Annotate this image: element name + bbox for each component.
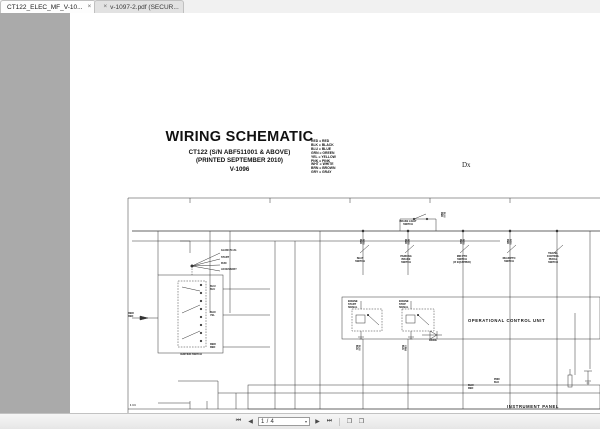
tab-ct122-elec-mf[interactable]: CT122_ELEC_MF_V-10... × [0,0,97,13]
wire-label-blu-blk: BLU/ BLK [354,345,361,351]
legend-item-gray: GRY = GRAY [311,170,332,175]
label-accessory: ACCESSORY [221,268,237,271]
label-parking-brake-switch: PARKING BRAKE SWITCH [400,255,412,264]
legend-item-white: WHT = WHITE [311,162,334,167]
wire-label-grn-blk: GRN/ BLK [400,345,407,351]
label-grid-ref: 1 4 4 [130,404,136,407]
previous-page-icon[interactable]: ◀ [248,419,253,425]
legend-item-yellow: YEL = YELLOW [311,154,336,159]
wire-label-red-red-b: RED/ RED [403,239,410,245]
tab-label: CT122_ELEC_MF_V-10... [7,3,83,11]
label-seat-switch: SEAT SWITCH [355,257,365,263]
browser-tab-bar: CT122_ELEC_MF_V-10... × × v-1097-2.pdf (… [0,0,600,14]
first-page-icon[interactable]: ⏮ [235,418,242,424]
close-icon[interactable]: × [103,2,108,10]
fit-width-icon[interactable]: ❒ [358,419,365,425]
label-glow-plug: GLOW PLUG [221,249,237,252]
page-title: WIRING SCHEMATIC [165,129,314,145]
tab-label: v-1097-2.pdf (SECUR... [110,3,179,11]
dx-annotation: Dx [462,161,471,169]
pdf-page-canvas: WIRING SCHEMATIC CT122 (S/N ABF511001 & … [70,13,600,413]
page-navigation-toolbar: ⏮ ◀ 1 / 4 ▾ ▶ ⏭ ❐ ❒ [0,413,600,429]
tab-v1097-2-pdf[interactable]: × v-1097-2.pdf (SECUR... [94,0,184,13]
wire-label-red-left: RED/ RED [128,312,134,318]
toolbar-divider [339,417,340,426]
last-page-icon[interactable]: ⏭ [326,418,333,424]
chevron-down-icon[interactable]: ▾ [304,419,307,424]
label-engine-stop-signal: ENGINE STOP SIGNAL [399,300,409,309]
label-run: RUN [221,262,227,265]
wire-color-legend: RED = RED BLK = BLACK BLU = BLUE GRN = G… [311,139,336,175]
title-subtitle-version: V-1096 [229,166,250,173]
drawing-title-block: WIRING SCHEMATIC CT122 (S/N ABF511001 & … [132,129,347,173]
tab-bar-filler [183,1,600,13]
close-icon[interactable]: × [87,2,92,10]
fit-page-icon[interactable]: ❐ [346,419,353,425]
label-start: START [221,256,230,259]
page-number-value: 1 / 4 [261,418,275,425]
label-brake-light-switch: BRAKE LIGHT SWITCH [399,220,417,226]
wire-label-red-red-1: RED/ RED [210,343,216,349]
legend-item-red: RED = RED [311,139,330,143]
label-mid-pto-switch: MID PTO SWITCH (IF EQUIPPED) [453,255,471,264]
label-ignition-switch: IGNITION SWITCH [180,353,202,356]
legend-item-black: BLK = BLACK [311,142,334,147]
title-subtitle-model: CT122 (S/N ABF511001 & ABOVE) [188,149,291,156]
document-scroll-area[interactable]: WIRING SCHEMATIC CT122 (S/N ABF511001 & … [70,13,600,413]
wire-label-red-red-d: RED/ RED [505,239,512,245]
wire-label-red-red-c: RED/ RED [458,239,465,245]
viewer-workspace: WIRING SCHEMATIC CT122 (S/N ABF511001 & … [0,13,600,413]
page-number-input[interactable]: 1 / 4 ▾ [258,417,310,426]
wire-label-blk-red: BLK/ RED [468,384,474,390]
legend-item-blue: BLU = BLUE [311,146,332,151]
legend-item-brown: BRN = BROWN [311,166,336,171]
label-diode: DIODE [429,339,437,342]
wire-label-red-red-a: RED/ RED [358,239,365,245]
label-travel-control-pedal-switch: TRAVEL CONTROL PEDAL SWITCH [546,252,560,264]
label-operational-control-unit: OPERATIONAL CONTROL UNIT [468,318,546,323]
label-instrument-panel: INSTRUMENT PANEL [507,404,560,409]
legend-item-pink: PNK = PINK [311,158,331,163]
label-rear-pto-switch: REAR PTO SWITCH [502,257,516,263]
wire-label-blu-blu: BLU/ BLU [210,285,216,291]
wire-label-pnk-blk: PNK/ BLK [494,378,500,384]
legend-item-green: GRN = GREEN [311,150,335,155]
title-subtitle-printed: (PRINTED SEPTEMBER 2010) [196,157,283,164]
thumbnail-sidebar-pane[interactable] [0,13,70,413]
next-page-icon[interactable]: ▶ [315,419,320,425]
wire-label-blu-red-top: BLU/ RED [439,212,446,218]
wire-label-blk-yel: BLK/ YEL [210,311,216,317]
wiring-schematic-drawing [127,197,600,413]
label-engine-start-signal: ENGINE START SIGNAL [348,300,358,309]
